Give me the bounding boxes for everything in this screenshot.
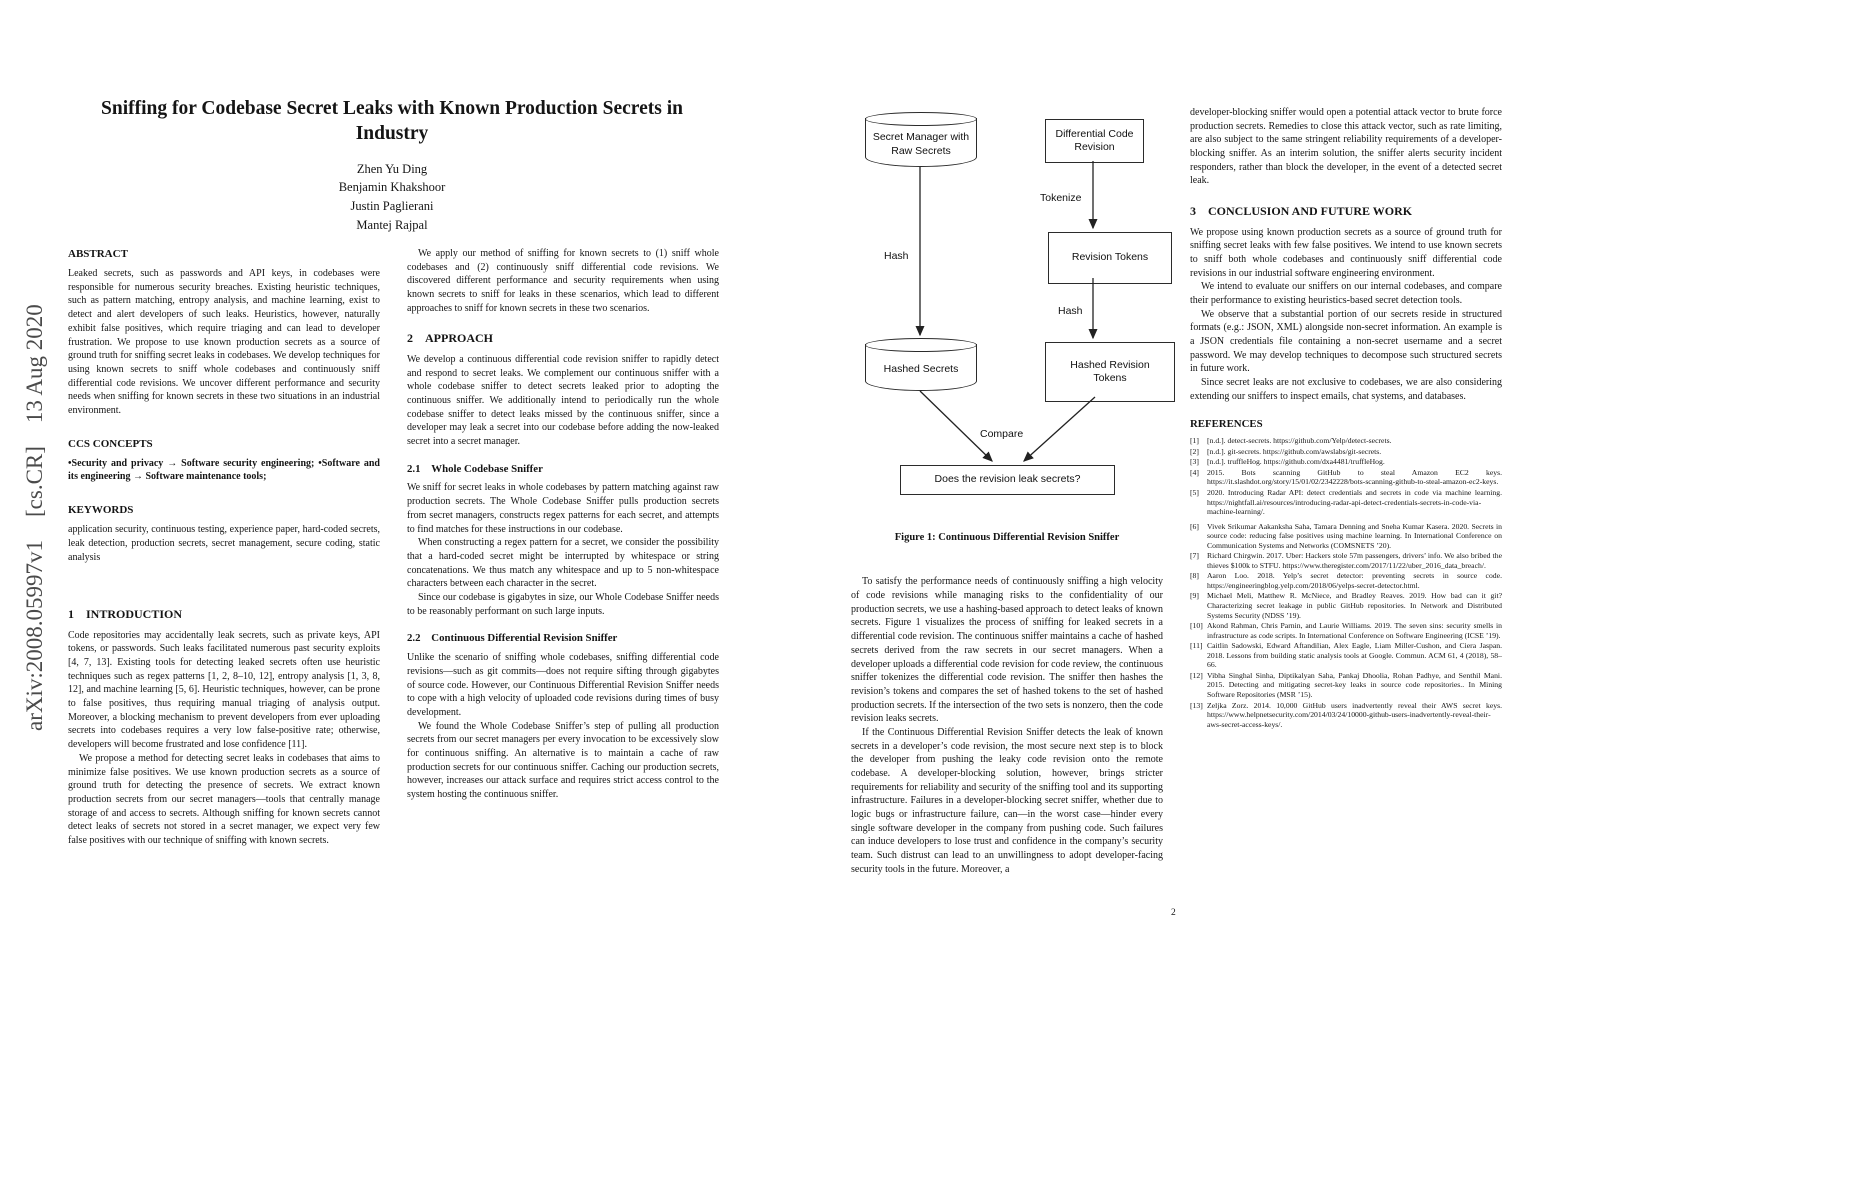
reference-number: [7]	[1190, 551, 1199, 561]
paragraph: Unlike the scenario of sniffing whole co…	[407, 652, 719, 718]
paragraph: We sniff for secret leaks in whole codeb…	[407, 482, 719, 535]
section-heading-conclusion: 3 CONCLUSION AND FUTURE WORK	[1190, 204, 1413, 219]
figure-1: Secret Manager with Raw Secrets Differen…	[851, 103, 1175, 523]
figure-edge-label-hash-left: Hash	[884, 250, 909, 262]
reference-item: [2] [n.d.]. git-secrets. https://github.…	[1190, 447, 1502, 457]
author-name: Justin Paglierani	[350, 199, 434, 214]
keywords-heading: KEYWORDS	[68, 504, 134, 517]
reference-text: Caitlin Sadowski, Edward Aftandilian, Al…	[1207, 641, 1502, 670]
reference-item: [8] Aaron Loo. 2018. Yelp’s secret detec…	[1190, 571, 1502, 590]
reference-item: [9] Michael Meli, Matthew R. McNiece, an…	[1190, 591, 1502, 620]
title-block: Sniffing for Codebase Secret Leaks with …	[66, 96, 718, 235]
reference-item: [3] [n.d.]. truffleHog. https://github.c…	[1190, 457, 1502, 467]
figure-edge-label-tokenize: Tokenize	[1040, 192, 1082, 204]
reference-number: [5]	[1190, 488, 1199, 498]
paragraph: When constructing a regex pattern for a …	[407, 537, 719, 590]
figure-edge-label-compare: Compare	[980, 428, 1024, 440]
keywords-text: application security, continuous testing…	[68, 524, 380, 563]
reference-text: Akond Rahman, Chris Parnin, and Laurie W…	[1207, 621, 1502, 640]
author-list: Zhen Yu Ding Benjamin Khakshoor Justin P…	[66, 160, 718, 235]
paragraph: We found the Whole Codebase Sniffer’s st…	[407, 720, 719, 800]
figure-node-hashed-revision-tokens: Hashed Revision Tokens	[1045, 342, 1175, 402]
arxiv-watermark: arXiv:2008.05997v1 [cs.CR] 13 Aug 2020	[22, 304, 47, 731]
reference-number: [8]	[1190, 571, 1199, 581]
paragraph: Since secret leaks are not exclusive to …	[1190, 377, 1502, 402]
section-heading-introduction: 1 INTRODUCTION	[68, 607, 183, 622]
abstract-text: Leaked secrets, such as passwords and AP…	[68, 268, 380, 416]
figure-node-label: Does the revision leak secrets?	[934, 473, 1081, 486]
ccs-heading: CCS CONCEPTS	[68, 437, 153, 450]
reference-text: Zeljka Zorz. 2014. 10,000 GitHub users i…	[1207, 700, 1502, 729]
reference-item: [1] [n.d.]. detect-secrets. https://gith…	[1190, 436, 1502, 446]
page-title: Sniffing for Codebase Secret Leaks with …	[101, 98, 683, 145]
reference-item: [10] Akond Rahman, Chris Parnin, and Lau…	[1190, 621, 1502, 640]
figure-edge-label-hash-right: Hash	[1058, 305, 1083, 317]
paragraph: developer-blocking sniffer would open a …	[1190, 107, 1502, 187]
reference-item: [13] Zeljka Zorz. 2014. 10,000 GitHub us…	[1190, 701, 1502, 730]
author-name: Benjamin Khakshoor	[338, 180, 446, 195]
reference-text: [n.d.]. git-secrets. https://github.com/…	[1207, 446, 1382, 456]
reference-text: Vibha Singhal Sinha, Diptikalyan Saha, P…	[1207, 670, 1502, 699]
paragraph: Since our codebase is gigabytes in size,…	[407, 591, 719, 617]
section-heading-whole-codebase-sniffer: 2.1 Whole Codebase Sniffer	[407, 462, 543, 475]
figure-node-label: Hashed Secrets	[883, 362, 959, 375]
reference-number: [11]	[1190, 641, 1203, 651]
author-name: Mantej Rajpal	[356, 217, 428, 232]
reference-number: [1]	[1190, 436, 1199, 446]
page1-column-1: ABSTRACT Leaked secrets, such as passwor…	[68, 247, 380, 848]
paragraph: If the Continuous Differential Revision …	[851, 726, 1163, 875]
page1-column-2: We apply our method of sniffing for know…	[407, 247, 719, 802]
paragraph: To satisfy the performance needs of cont…	[851, 576, 1163, 725]
reference-number: [12]	[1190, 670, 1203, 680]
paragraph: We develop a continuous differential cod…	[407, 353, 719, 447]
figure-node-label: Secret Manager with Raw Secrets	[872, 131, 970, 157]
reference-number: [2]	[1190, 446, 1199, 456]
figure-node-differential-code-revision: Differential Code Revision	[1045, 119, 1144, 163]
reference-number: [6]	[1190, 521, 1199, 531]
figure-node-hashed-secrets: Hashed Secrets	[864, 338, 978, 391]
paragraph: We observe that a substantial portion of…	[1190, 308, 1502, 375]
page2-column-2: developer-blocking sniffer would open a …	[1190, 106, 1502, 729]
figure-node-leak-question: Does the revision leak secrets?	[900, 465, 1115, 495]
reference-text: [n.d.]. detect-secrets. https://github.c…	[1207, 436, 1392, 446]
section-heading-approach: 2 APPROACH	[407, 331, 493, 346]
references-heading: REFERENCES	[1190, 417, 1263, 430]
reference-item: [4] 2015. Bots scanning GitHub to steal …	[1190, 468, 1502, 487]
reference-text: Aaron Loo. 2018. Yelp’s secret detector:…	[1207, 571, 1502, 590]
reference-number: [9]	[1190, 591, 1199, 601]
reference-item: [6] Vivek Srikumar Aakanksha Saha, Tamar…	[1190, 522, 1502, 551]
section-heading-continuous-sniffer: 2.2 Continuous Differential Revision Sni…	[407, 632, 618, 645]
reference-number: [3]	[1190, 457, 1199, 467]
reference-text: 2015. Bots scanning GitHub to steal Amaz…	[1207, 467, 1502, 487]
abstract-heading: ABSTRACT	[68, 248, 128, 260]
ccs-text: •Security and privacy → Software securit…	[68, 457, 380, 483]
reference-item: [11] Caitlin Sadowski, Edward Aftandilia…	[1190, 641, 1502, 670]
paragraph: Code repositories may accidentally leak …	[68, 629, 380, 751]
figure-node-label: Differential Code Revision	[1055, 127, 1134, 153]
page-number: 2	[1171, 908, 1176, 918]
reference-text: 2020. Introducing Radar API: detect cred…	[1207, 488, 1502, 517]
paragraph: We propose a method for detecting secret…	[68, 752, 380, 846]
figure-node-label: Hashed Revision Tokens	[1070, 358, 1150, 384]
reference-number: [10]	[1190, 621, 1203, 631]
author-name: Zhen Yu Ding	[356, 161, 428, 176]
references-list: [1] [n.d.]. detect-secrets. https://gith…	[1190, 436, 1502, 729]
reference-text: [n.d.]. truffleHog. https://github.com/d…	[1207, 457, 1385, 467]
paragraph: We propose using known production secret…	[1190, 226, 1502, 279]
reference-number: [13]	[1190, 700, 1203, 710]
figure-node-revision-tokens: Revision Tokens	[1048, 232, 1172, 284]
reference-text: Richard Chirgwin. 2017. Uber: Hackers st…	[1207, 551, 1502, 570]
reference-item: [5] 2020. Introducing Radar API: detect …	[1190, 488, 1502, 517]
figure-node-label: Revision Tokens	[1071, 251, 1149, 264]
paragraph: We apply our method of sniffing for know…	[407, 248, 719, 314]
reference-text: Vivek Srikumar Aakanksha Saha, Tamara De…	[1207, 521, 1502, 550]
figure-caption: Figure 1: Continuous Differential Revisi…	[894, 532, 1120, 543]
reference-item: [7] Richard Chirgwin. 2017. Uber: Hacker…	[1190, 551, 1502, 570]
reference-number: [4]	[1190, 467, 1199, 477]
reference-text: Michael Meli, Matthew R. McNiece, and Br…	[1207, 591, 1502, 620]
reference-item: [12] Vibha Singhal Sinha, Diptikalyan Sa…	[1190, 671, 1502, 700]
page2-column-1: Secret Manager with Raw Secrets Differen…	[851, 103, 1175, 877]
paragraph: We intend to evaluate our sniffers on ou…	[1190, 281, 1502, 306]
figure-node-secret-manager: Secret Manager with Raw Secrets	[864, 112, 978, 167]
